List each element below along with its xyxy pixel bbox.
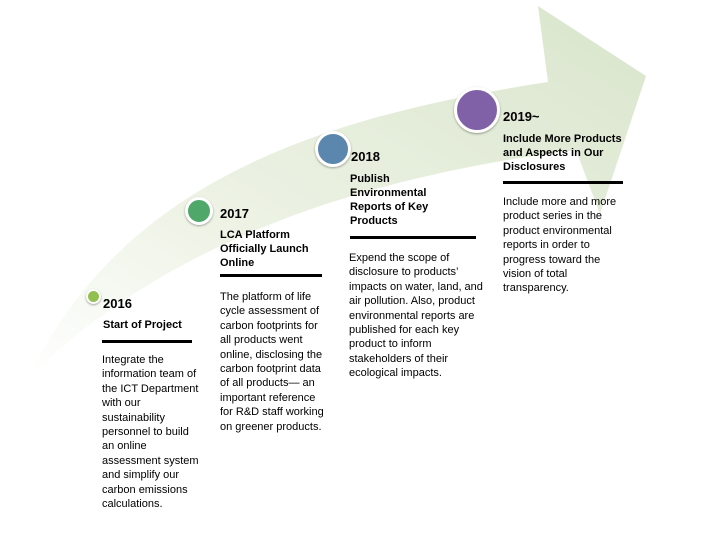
milestone-2019-dot [454, 87, 500, 133]
milestone-2016-description: Integrate the information team of the IC… [102, 354, 199, 511]
milestone-2018-title: Publish Environmental Reports of Key Pro… [350, 173, 429, 227]
milestone-2019-year: 2019~ [503, 109, 540, 124]
milestone-2019-title: Include More Products and Aspects in Our… [503, 133, 622, 173]
milestone-2017-title: LCA Platform Officially Launch Online [220, 229, 309, 269]
milestone-2017-divider [220, 274, 322, 277]
milestone-2018-dot [315, 131, 351, 167]
milestone-2018-year: 2018 [351, 149, 380, 164]
milestone-2017-year: 2017 [220, 206, 249, 221]
milestone-2016-divider [102, 340, 192, 343]
milestone-2018-divider [350, 236, 476, 239]
milestone-2016-year: 2016 [103, 296, 132, 311]
milestone-2016-title: Start of Project [103, 319, 182, 331]
milestone-2016-dot [86, 289, 101, 304]
milestone-2017-description: The platform of life cycle assessment of… [220, 291, 324, 433]
milestone-2018-description: Expend the scope of disclosure to produc… [349, 252, 483, 380]
milestone-2019-divider [503, 181, 623, 184]
milestone-2017-dot [185, 197, 213, 225]
milestone-2019-description: Include more and more product series in … [503, 196, 617, 295]
